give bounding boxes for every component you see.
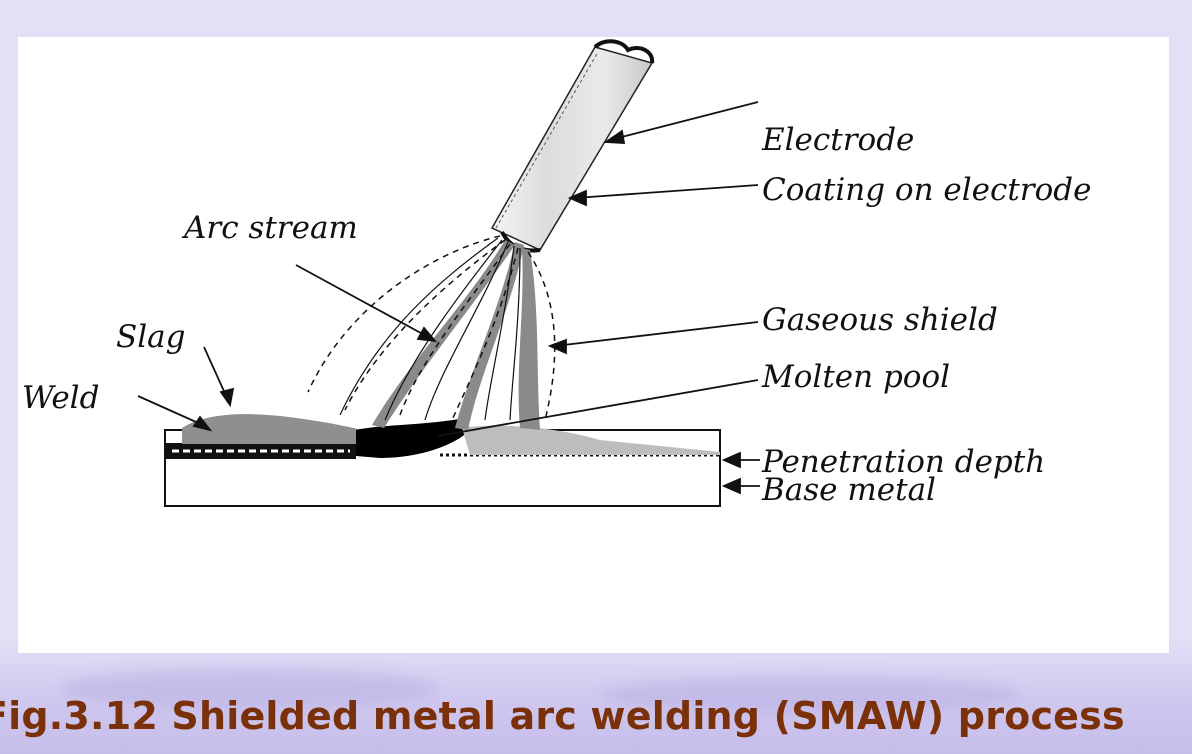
- label-arc-stream: Arc stream: [181, 210, 358, 246]
- label-gaseous-shield: Gaseous shield: [762, 302, 998, 338]
- figure-panel: Electrode Coating on electrode Arc strea…: [18, 37, 1169, 653]
- arc-stream-lines: [339, 237, 521, 421]
- weld-crown: [462, 425, 720, 455]
- molten-pool: [356, 418, 470, 458]
- label-slag: Slag: [116, 319, 185, 355]
- label-weld: Weld: [22, 380, 99, 416]
- label-electrode: Electrode: [761, 122, 914, 158]
- label-base-metal: Base metal: [761, 472, 936, 508]
- slag-layer: [182, 414, 362, 444]
- label-coating: Coating on electrode: [762, 172, 1091, 208]
- background-streak: [60, 668, 440, 708]
- gaseous-shield-envelope: [307, 235, 556, 421]
- label-penetration-depth: Penetration depth: [761, 444, 1045, 480]
- label-molten-pool: Molten pool: [761, 359, 950, 395]
- smaw-diagram: Electrode Coating on electrode Arc strea…: [22, 39, 1091, 508]
- background-wash: [0, 640, 1192, 754]
- electrode-rod: [490, 39, 655, 253]
- leader-lines: [137, 101, 760, 495]
- background-streak: [600, 676, 1020, 712]
- figure-caption: Fig.3.12 Shielded metal arc welding (SMA…: [0, 694, 1125, 738]
